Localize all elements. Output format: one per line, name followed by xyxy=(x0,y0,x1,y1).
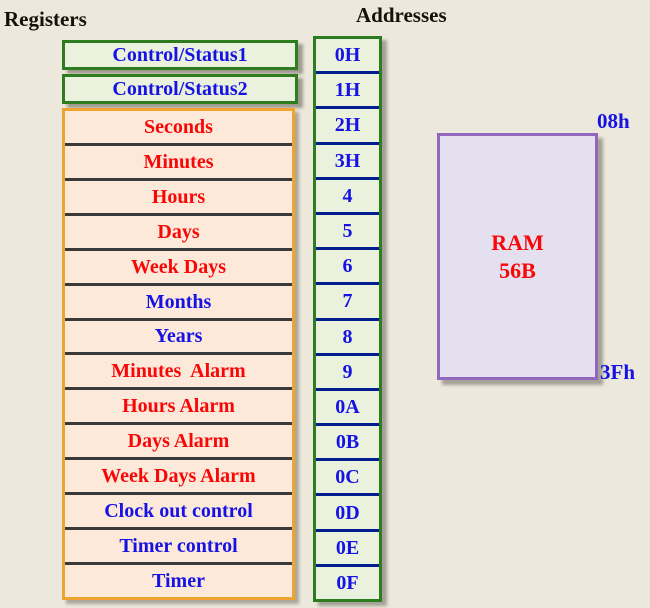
register-row: Hours xyxy=(65,181,292,216)
register-label: Days xyxy=(157,220,200,243)
address-label: 0H xyxy=(334,44,361,67)
register-label: Week Days xyxy=(131,255,226,278)
address-label: 2H xyxy=(334,114,361,137)
register-row: Week Days Alarm xyxy=(65,460,292,496)
register-label: Timer control xyxy=(119,535,238,558)
address-stack: 0H 1H 2H 3H 4 5 6 7 8 9 0A xyxy=(313,36,382,602)
registers-title: Registers xyxy=(4,7,87,31)
control-status2-label: Control/Status2 xyxy=(112,77,248,100)
control-status2-box: Control/Status2 xyxy=(62,74,298,104)
register-label: Seconds xyxy=(144,115,213,138)
register-row: Timer xyxy=(65,565,292,597)
register-label: Hours Alarm xyxy=(122,395,235,418)
address-cell: 2H xyxy=(316,109,379,145)
address-cell: 6 xyxy=(316,250,379,286)
register-row: Seconds xyxy=(65,111,292,146)
address-label: 0A xyxy=(335,395,360,418)
ram-start-address: 08h xyxy=(597,109,630,133)
register-label: Minutes Alarm xyxy=(111,360,246,383)
register-row: Days xyxy=(65,216,292,251)
address-label: 9 xyxy=(342,360,353,383)
address-cell: 7 xyxy=(316,285,379,321)
address-cell: 0C xyxy=(316,461,379,497)
address-cell: 0E xyxy=(316,532,379,567)
register-label: Days Alarm xyxy=(127,430,230,453)
address-cell: 5 xyxy=(316,215,379,251)
register-label: Hours xyxy=(151,185,206,208)
control-status1-label: Control/Status1 xyxy=(112,43,248,66)
address-cell: 0B xyxy=(316,426,379,462)
address-cell: 1H xyxy=(316,74,379,110)
address-label: 0C xyxy=(335,466,360,489)
register-row: Hours Alarm xyxy=(65,390,292,426)
ram-box: RAM 56B xyxy=(437,133,598,380)
address-cell: 4 xyxy=(316,180,379,215)
address-label: 0E xyxy=(335,536,360,559)
register-row: Years xyxy=(65,321,292,356)
address-label: 0F xyxy=(336,571,359,594)
address-label: 3H xyxy=(334,149,361,172)
register-label: Months xyxy=(145,290,212,313)
register-row: Week Days xyxy=(65,251,292,286)
address-label: 0D xyxy=(335,501,360,524)
register-row: Minutes xyxy=(65,146,292,181)
register-label: Years xyxy=(154,325,203,348)
address-label: 4 xyxy=(342,184,353,207)
ram-label: RAM 56B xyxy=(491,229,544,284)
register-row: Clock out control xyxy=(65,495,292,531)
address-cell: 9 xyxy=(316,356,379,391)
address-cell: 8 xyxy=(316,321,379,356)
address-label: 8 xyxy=(342,325,353,348)
register-label: Week Days Alarm xyxy=(101,465,256,488)
register-label: Clock out control xyxy=(104,500,253,523)
addresses-title: Addresses xyxy=(356,3,447,27)
address-label: 7 xyxy=(342,290,353,313)
register-label: Minutes xyxy=(143,150,214,173)
address-label: 5 xyxy=(342,220,353,243)
register-row: Months xyxy=(65,286,292,321)
register-row: Days Alarm xyxy=(65,425,292,461)
address-label: 0B xyxy=(335,431,360,454)
register-row: Timer control xyxy=(65,530,292,565)
ram-label-line2: 56B xyxy=(499,257,536,283)
address-label: 1H xyxy=(334,79,361,102)
ram-label-line1: RAM xyxy=(491,230,544,255)
address-cell: 0D xyxy=(316,496,379,532)
register-row: Minutes Alarm xyxy=(65,355,292,391)
address-cell: 0H xyxy=(316,39,379,75)
address-cell: 0F xyxy=(316,567,379,599)
register-stack: Seconds Minutes Hours Days Week Days Mon… xyxy=(62,108,295,600)
ram-end-address: 3Fh xyxy=(600,360,636,384)
address-cell: 3H xyxy=(316,145,379,180)
address-cell: 0A xyxy=(316,391,379,427)
register-label: Timer xyxy=(152,569,205,592)
control-status1-box: Control/Status1 xyxy=(62,40,298,70)
address-label: 6 xyxy=(342,255,353,278)
